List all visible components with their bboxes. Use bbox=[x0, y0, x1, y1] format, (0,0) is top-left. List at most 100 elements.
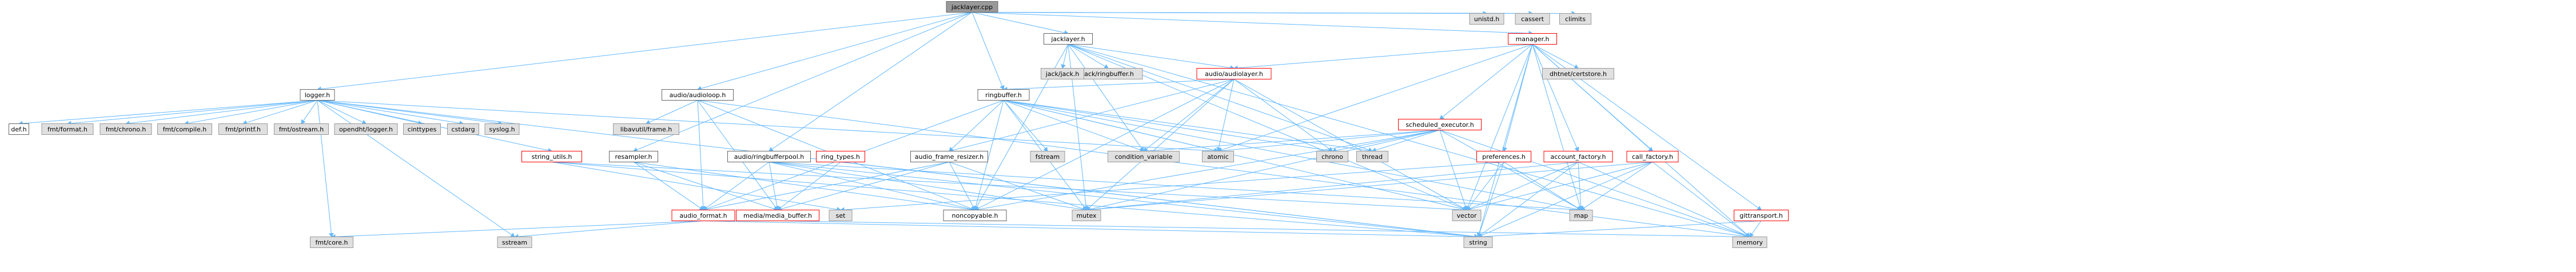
node-box bbox=[1476, 151, 1531, 162]
node-syslog: syslog.h bbox=[484, 123, 520, 135]
node-audioloop[interactable]: audio/audioloop.h bbox=[662, 89, 734, 101]
node-audioringbufferpool[interactable]: audio/ringbufferpool.h bbox=[727, 151, 811, 162]
edge-audioringbufferpool-to-media_buffer bbox=[769, 162, 780, 211]
edge-logger-to-sstream bbox=[317, 100, 515, 238]
node-box bbox=[497, 237, 532, 248]
edge-gittransport-to-memory bbox=[1749, 221, 1762, 238]
node-label: gittransport.h bbox=[1739, 212, 1783, 219]
node-label: noncopyable.h bbox=[952, 212, 998, 219]
node-manager-h[interactable]: manager.h bbox=[1508, 33, 1557, 45]
edge-root-to-manager_h bbox=[972, 12, 1533, 36]
node-fmt-compile: fmt/compile.h bbox=[157, 123, 212, 135]
node-root[interactable]: jacklayer.cpp bbox=[946, 1, 998, 13]
edge-jacklayer_h-to-thread bbox=[1068, 44, 1373, 153]
node-box bbox=[1469, 13, 1504, 25]
node-map: map bbox=[1569, 210, 1593, 221]
node-box bbox=[829, 210, 853, 221]
node-label: dhtnet/certstore.h bbox=[1550, 70, 1607, 78]
edge-manager_h-to-audiolayer bbox=[1233, 44, 1533, 71]
node-fmt-chrono: fmt/chrono.h bbox=[99, 123, 152, 135]
node-audiolayer[interactable]: audio/audiolayer.h bbox=[1196, 68, 1272, 79]
edge-ringbuffer-to-audio_frame_resizer bbox=[949, 100, 1004, 152]
edge-audioloop-to-audio_format bbox=[697, 100, 706, 211]
node-box bbox=[1543, 151, 1613, 162]
node-gittransport[interactable]: gittransport.h bbox=[1734, 210, 1789, 221]
node-label: string bbox=[1469, 239, 1487, 246]
node-box bbox=[1316, 151, 1348, 162]
node-call-factory[interactable]: call_factory.h bbox=[1626, 151, 1679, 162]
node-media-buffer[interactable]: media/media_buffer.h bbox=[736, 210, 819, 221]
edge-jacklayer_h-to-condition_variable bbox=[1068, 44, 1144, 152]
node-label: cassert bbox=[1521, 15, 1544, 23]
node-account-factory[interactable]: account_factory.h bbox=[1543, 151, 1613, 162]
node-box bbox=[403, 123, 441, 135]
edge-jacklayer_h-to-jack_jack bbox=[1061, 44, 1069, 69]
node-jacklayer-h[interactable]: jacklayer.h bbox=[1044, 33, 1093, 45]
node-box bbox=[1196, 68, 1272, 79]
node-sched-exec[interactable]: scheduled_executor.h bbox=[1398, 119, 1482, 130]
node-ring-types[interactable]: ring_types.h bbox=[816, 151, 865, 162]
edge-sched_exec-to-noncopyable bbox=[974, 130, 1440, 212]
node-label: syslog.h bbox=[489, 126, 515, 133]
node-string-utils[interactable]: string_utils.h bbox=[521, 151, 582, 162]
node-resampler[interactable]: resampler.h bbox=[609, 151, 658, 162]
edge-logger-to-fmt_ostream bbox=[301, 100, 318, 125]
node-label: memory bbox=[1737, 239, 1763, 246]
node-box bbox=[1732, 237, 1767, 248]
edge-call_factory-to-memory bbox=[1652, 162, 1750, 238]
node-label: map bbox=[1574, 212, 1588, 219]
edge-root-to-ringbuffer bbox=[972, 12, 1005, 90]
edge-audio_frame_resizer-to-audio_format bbox=[703, 162, 950, 212]
node-label: fmt/chrono.h bbox=[106, 126, 146, 133]
edge-ringbuffer-to-thread bbox=[1003, 100, 1373, 153]
node-box bbox=[1515, 13, 1550, 25]
edge-manager_h-to-sched_exec bbox=[1439, 44, 1533, 120]
node-box bbox=[1356, 151, 1388, 162]
node-box bbox=[447, 123, 479, 135]
node-audio-format[interactable]: audio_format.h bbox=[671, 210, 735, 221]
node-fmt-format: fmt/format.h bbox=[41, 123, 94, 135]
node-label: preferences.h bbox=[1482, 153, 1526, 161]
node-jack-ringbuffer: jack/ringbuffer.h bbox=[1073, 68, 1143, 79]
node-box bbox=[736, 210, 819, 221]
node-label: scheduled_executor.h bbox=[1406, 121, 1474, 129]
edge-audioringbufferpool-to-string bbox=[769, 162, 1479, 239]
node-label: thread bbox=[1362, 153, 1383, 161]
node-label: ringbuffer.h bbox=[985, 91, 1022, 99]
node-climits: climits bbox=[1559, 13, 1591, 25]
node-box bbox=[1044, 33, 1093, 45]
node-audio-frame-resizer[interactable]: audio_frame_resizer.h bbox=[910, 151, 988, 162]
node-label: manager.h bbox=[1516, 35, 1550, 43]
node-ringbuffer[interactable]: ringbuffer.h bbox=[977, 89, 1030, 101]
node-label: string_utils.h bbox=[532, 153, 572, 161]
node-box bbox=[1463, 237, 1493, 248]
node-logger[interactable]: logger.h bbox=[300, 89, 335, 101]
edge-logger-to-def bbox=[18, 100, 318, 126]
node-chrono: chrono bbox=[1316, 151, 1348, 162]
node-noncopyable[interactable]: noncopyable.h bbox=[943, 210, 1007, 221]
edge-audiolayer-to-chrono bbox=[1233, 79, 1333, 152]
node-preferences[interactable]: preferences.h bbox=[1476, 151, 1531, 162]
node-set: set bbox=[829, 210, 853, 221]
node-layer: jacklayer.cpp unistd.h cassert climits jackl… bbox=[9, 1, 1789, 248]
edge-audio_frame_resizer-to-noncopyable bbox=[949, 162, 976, 211]
node-box bbox=[977, 89, 1030, 101]
node-label: sstream bbox=[502, 239, 527, 246]
node-label: fmt/core.h bbox=[316, 239, 348, 246]
node-memory: memory bbox=[1732, 237, 1767, 248]
node-label: logger.h bbox=[305, 91, 331, 99]
edge-account_factory-to-vector bbox=[1466, 162, 1579, 211]
edge-ringbuffer-to-fstream bbox=[1003, 100, 1048, 152]
node-box bbox=[99, 123, 152, 135]
node-def[interactable]: def.h bbox=[9, 123, 29, 135]
edge-manager_h-to-atomic bbox=[1217, 44, 1533, 153]
node-label: jack/jack.h bbox=[1045, 70, 1080, 78]
node-unistd: unistd.h bbox=[1469, 13, 1504, 25]
node-label: audio/audioloop.h bbox=[670, 91, 726, 99]
node-label: jack/ringbuffer.h bbox=[1082, 70, 1134, 78]
node-label: mutex bbox=[1076, 212, 1097, 219]
node-label: fmt/ostream.h bbox=[279, 126, 324, 133]
edge-account_factory-to-string bbox=[1478, 162, 1579, 238]
node-box bbox=[943, 210, 1007, 221]
node-label: fstream bbox=[1036, 153, 1060, 161]
